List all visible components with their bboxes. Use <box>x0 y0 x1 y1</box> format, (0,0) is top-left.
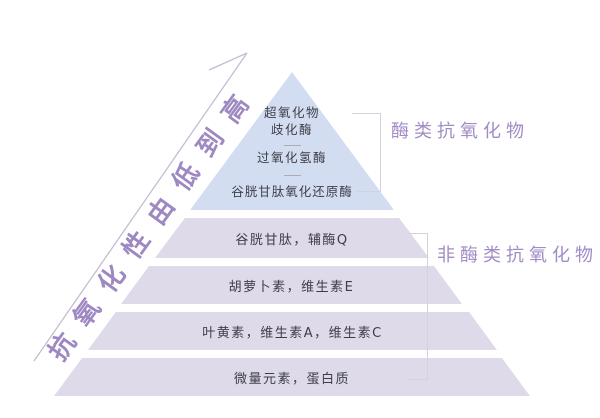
enzyme-bracket <box>380 113 381 192</box>
non-enzyme-bracket-tick <box>408 379 427 380</box>
enzyme-bracket-tick <box>356 191 380 192</box>
triangle-item-catalase: 过氧化氢酶 <box>256 150 327 165</box>
pyramid-layer: 胡萝卜素，维生素E <box>121 266 462 304</box>
pyramid-layer-label: 微量元素，蛋白质 <box>233 371 350 387</box>
pyramid-layer: 叶黄素，维生素A，维生素C <box>88 312 497 350</box>
non-enzyme-bracket <box>427 233 428 380</box>
triangle-item-glutathione-oxidoreductase: 谷胱甘肽氧化还原酶 <box>231 184 353 199</box>
pyramid-layer: 微量元素，蛋白质 <box>54 358 530 396</box>
non-enzyme-bracket-tick <box>408 233 427 234</box>
triangle-item-line: 超氧化物 <box>263 105 320 120</box>
pyramid-layer-label: 谷胱甘肽，辅酶Q <box>235 232 349 248</box>
non-enzyme-group-label: 非酶类抗氧化物 <box>437 245 598 266</box>
triangle-item-superoxide-dismutase: 超氧化物 歧化酶 <box>190 104 394 138</box>
enzyme-group-label: 酶类抗氧化物 <box>391 121 529 142</box>
triangle-item-line: 歧化酶 <box>270 122 313 137</box>
divider <box>284 175 301 176</box>
enzyme-bracket-tick <box>352 113 380 114</box>
pyramid-layer-label: 胡萝卜素，维生素E <box>228 279 355 295</box>
pyramid-layer-label: 叶黄素，维生素A，维生素C <box>202 325 383 341</box>
pyramid-layer: 谷胱甘肽，辅酶Q <box>155 218 429 258</box>
divider <box>284 145 301 146</box>
